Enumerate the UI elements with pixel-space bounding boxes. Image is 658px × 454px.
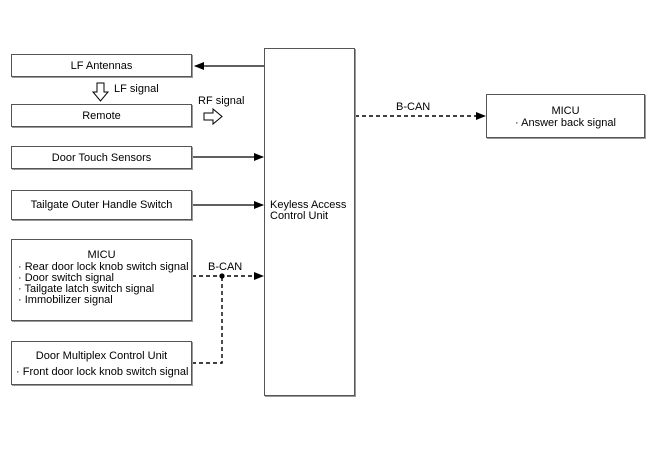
rf-signal-label: RF signal [198, 95, 245, 107]
micu-left-title: MICU [87, 249, 116, 261]
micu-left-line-1: · Rear door lock knob switch signal [18, 261, 189, 273]
micu-right-box: MICU · Answer back signal [486, 94, 645, 138]
lf-signal-hollow-arrow [91, 82, 110, 102]
remote-label: Remote [82, 109, 121, 122]
door-multiplex-line: · Front door lock knob switch signal [16, 366, 189, 378]
micu-left-box: MICU · Rear door lock knob switch signal… [11, 239, 192, 321]
keyless-label-line-1: Keyless Access [270, 199, 347, 211]
door-touch-sensors-box: Door Touch Sensors [11, 146, 192, 169]
tailgate-switch-label: Tailgate Outer Handle Switch [30, 199, 173, 211]
micu-left-line-2: · Door switch signal [18, 272, 114, 284]
keyless-access-control-unit-box: Keyless Access Control Unit [264, 48, 355, 396]
bcan-arrowhead-right [476, 112, 486, 120]
micu-right-line: · Answer back signal [515, 117, 616, 129]
bcan-label-left: B-CAN [208, 261, 243, 273]
lf-antennas-label: LF Antennas [70, 59, 133, 72]
micu-left-line-3: · Tailgate latch switch signal [18, 283, 155, 295]
door-touch-sensors-label: Door Touch Sensors [51, 151, 152, 164]
bcan-junction-dot [219, 273, 225, 279]
bcan-arrowhead-left [254, 272, 264, 280]
rf-signal-hollow-arrow [203, 107, 223, 126]
remote-box: Remote [11, 104, 192, 127]
door-multiplex-control-unit-box: Door Multiplex Control Unit · Front door… [11, 341, 192, 385]
tailgate-outer-handle-switch-box: Tailgate Outer Handle Switch [11, 190, 192, 220]
lf-signal-label: LF signal [114, 83, 159, 95]
bcan-label-right: B-CAN [396, 101, 431, 113]
lf-antennas-box: LF Antennas [11, 54, 192, 77]
micu-left-line-4: · Immobilizer signal [18, 294, 113, 306]
keyless-label-line-2: Control Unit [270, 210, 329, 222]
micu-right-title: MICU [551, 105, 580, 117]
door-multiplex-title: Door Multiplex Control Unit [35, 350, 168, 362]
bcan-dashed-branch [192, 276, 223, 364]
